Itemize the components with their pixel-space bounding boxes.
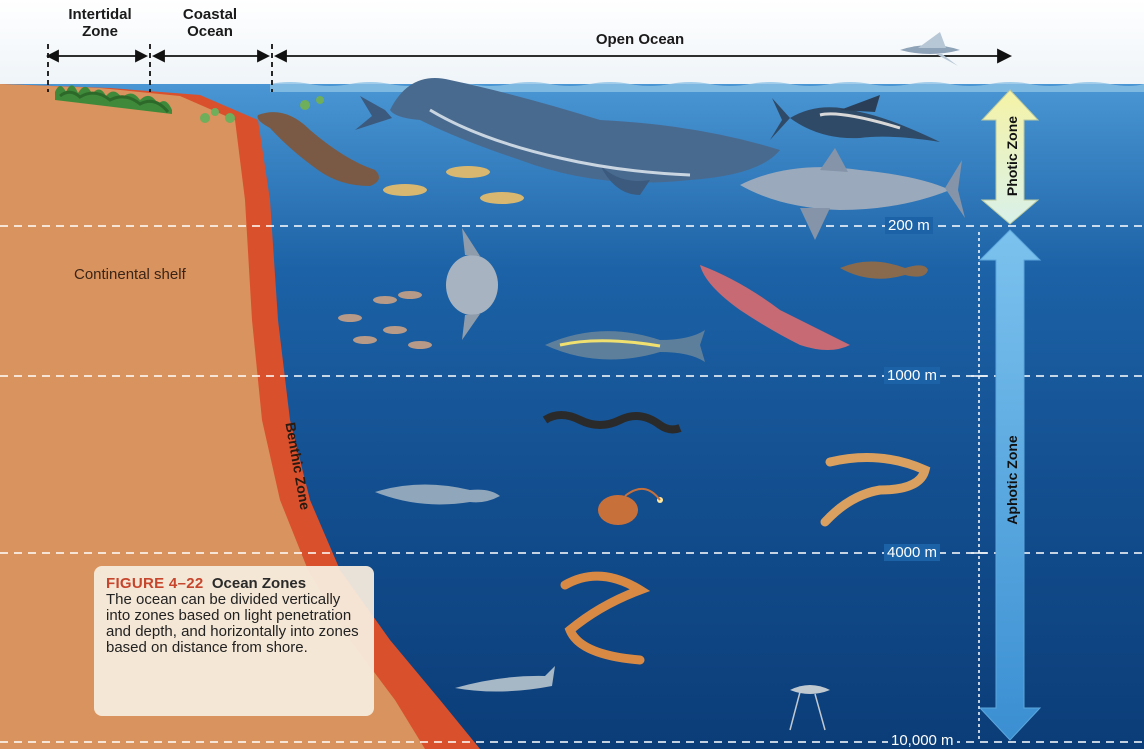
figure-title: Ocean Zones (212, 575, 306, 592)
figure-caption: FIGURE 4–22 Ocean Zones The ocean can be… (94, 566, 374, 716)
open-ocean-label: Open Ocean (560, 31, 720, 48)
coastal-ocean-label: Coastal Ocean (160, 6, 260, 40)
caption-text: The ocean can be divided vertically into… (106, 592, 362, 656)
depth-label-10000: 10,000 m (888, 732, 957, 749)
figure-number: FIGURE 4–22 (106, 575, 204, 592)
continental-shelf-label: Continental shelf (74, 266, 186, 283)
aphotic-zone-label: Aphotic Zone (1004, 431, 1020, 529)
depth-label-1000: 1000 m (884, 367, 940, 384)
depth-label-200: 200 m (885, 217, 933, 234)
photic-zone-label: Photic Zone (1004, 111, 1020, 201)
depth-label-4000: 4000 m (884, 544, 940, 561)
intertidal-zone-label: Intertidal Zone (52, 6, 148, 40)
